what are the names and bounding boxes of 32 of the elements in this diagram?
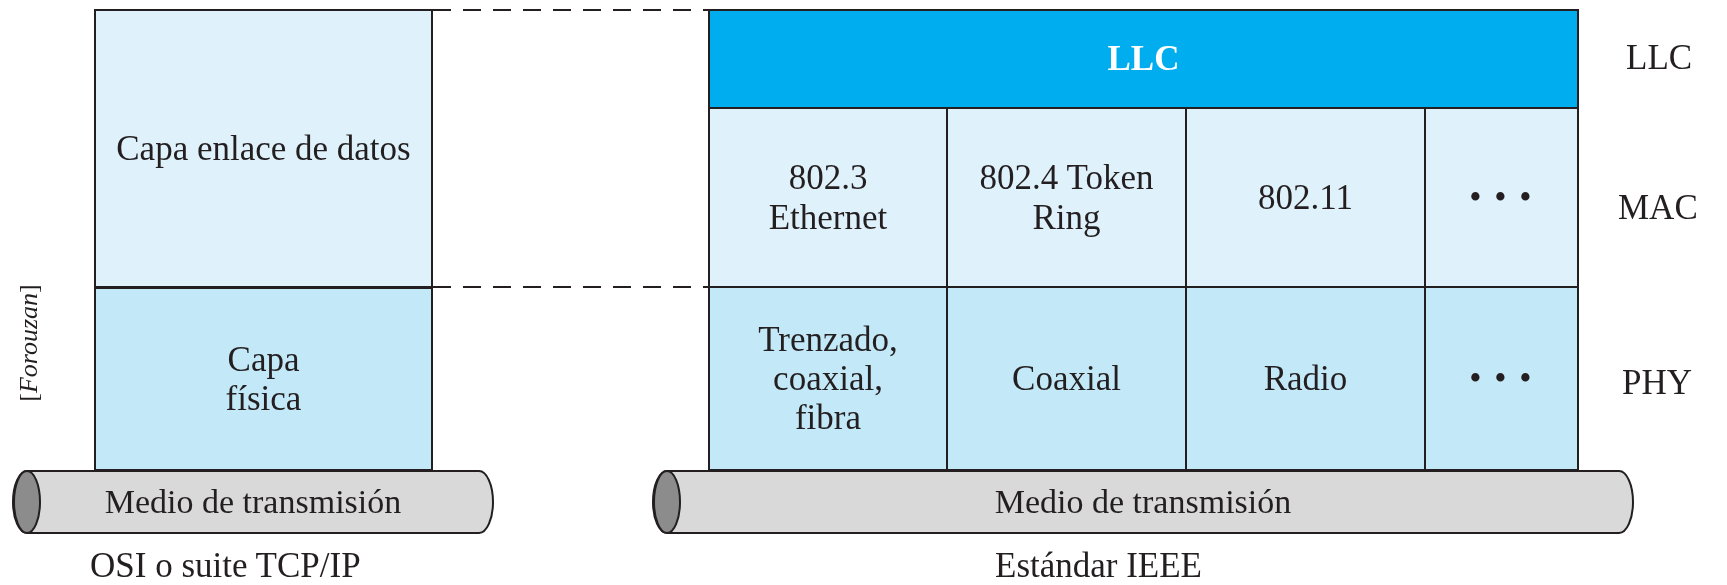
node-text: Medio de transmisión: [994, 483, 1292, 521]
table-cell: [1424, 286, 1579, 471]
table-cell: [946, 107, 1187, 288]
dashed-connector: [432, 9, 709, 11]
caption-text: Estándar IEEE: [995, 548, 1202, 583]
node-text: Trenzado, coaxial, fibra: [757, 319, 899, 438]
table-cell: [1185, 107, 1426, 288]
table-cell: [946, 286, 1187, 471]
table-cell: [1424, 107, 1579, 288]
table-cell: [1185, 286, 1426, 471]
node-text: Capa enlace de datos: [116, 128, 411, 169]
node-text: Coaxial: [1012, 358, 1121, 399]
node-text: 802.3 Ethernet: [767, 158, 889, 237]
citation-text: [Forouzan]: [15, 284, 42, 402]
layer-box: [94, 287, 433, 471]
sublayer-label: LLC: [1626, 40, 1693, 75]
sublayer-label: PHY: [1622, 365, 1693, 400]
table-cell: [708, 286, 948, 471]
node-text: 802.11: [1258, 177, 1353, 218]
table-cell: [708, 107, 948, 288]
dashed-connector: [432, 286, 709, 288]
node-text: Capa física: [224, 339, 303, 419]
sublayer-label: MAC: [1618, 190, 1698, 225]
node-text: 802.4 Token Ring: [978, 158, 1155, 237]
layer-box: [708, 9, 1579, 109]
layer-box: [94, 9, 433, 288]
node-text: Medio de transmisión: [104, 483, 402, 521]
node-text: LLC: [1107, 39, 1180, 79]
ellipsis-text: • • •: [1469, 177, 1534, 218]
caption-text: OSI o suite TCP/IP: [90, 548, 361, 583]
node-text: Radio: [1263, 358, 1348, 399]
ellipsis-text: • • •: [1469, 358, 1534, 399]
